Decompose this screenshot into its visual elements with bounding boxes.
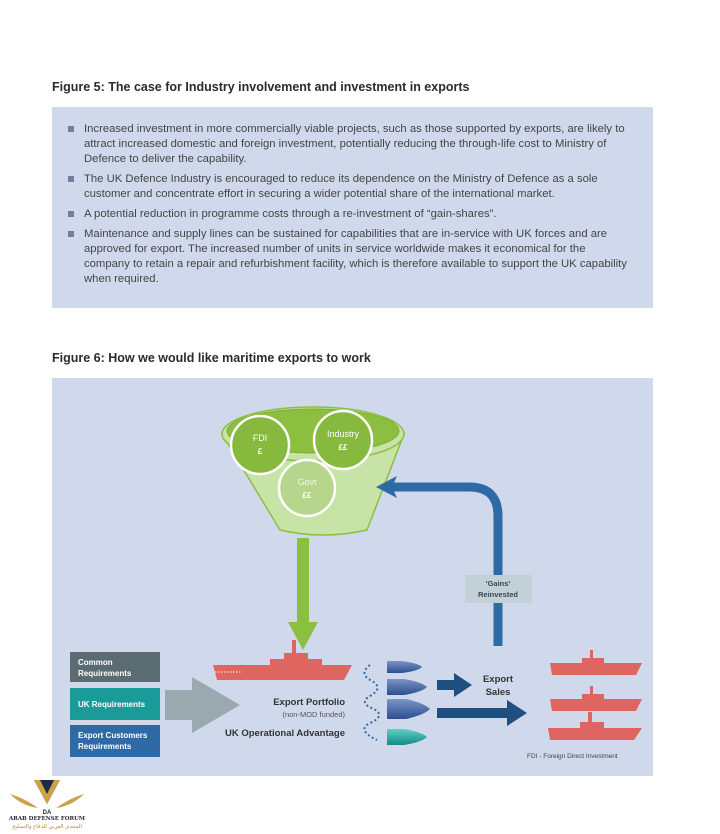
reinvested-text: Reinvested xyxy=(478,590,518,599)
uk-requirements-text: UK Requirements xyxy=(78,700,146,709)
green-down-arrow-icon xyxy=(288,538,318,650)
bullet-text: Maintenance and supply lines can be sust… xyxy=(84,228,627,285)
dotted-paths-icon xyxy=(363,664,381,741)
bullet-text: A potential reduction in programme costs… xyxy=(84,208,497,220)
sales-label: Sales xyxy=(486,687,511,698)
gains-text: ‘Gains’ xyxy=(485,579,510,588)
figure-6-title: Figure 6: How we would like maritime exp… xyxy=(52,351,371,365)
export-portfolio-label: Export Portfolio xyxy=(273,697,345,708)
watermark-arabic: المنتدى العربي للدفاع والتسليح xyxy=(12,824,82,830)
export-sales-arrow-icon xyxy=(437,673,472,697)
non-mod-label: (non-MOD funded) xyxy=(282,710,345,719)
uk-advantage-label: UK Operational Advantage xyxy=(225,728,345,739)
list-item: Increased investment in more commerciall… xyxy=(68,122,633,167)
industry-amount: ££ xyxy=(339,443,348,452)
maritime-exports-diagram: FDI £ Industry ££ Govt ££ ‘Gains’ Reinve… xyxy=(52,378,653,776)
bullet-icon xyxy=(68,211,74,217)
govt-circle: Govt ££ xyxy=(277,458,337,518)
ship-icon xyxy=(550,650,642,675)
list-item: The UK Defence Industry is encouraged to… xyxy=(68,172,633,202)
govt-amount: ££ xyxy=(303,491,312,500)
bullet-icon xyxy=(68,126,74,132)
uk-requirements-box: UK Requirements xyxy=(70,688,160,720)
export-customers-text: Export Customers xyxy=(78,731,148,740)
requirements-text: Requirements xyxy=(78,742,132,751)
ship-icon xyxy=(548,712,642,740)
fdi-circle: FDI £ xyxy=(229,414,291,476)
bullet-icon xyxy=(68,231,74,237)
gains-reinvested-label: ‘Gains’ Reinvested xyxy=(465,575,532,603)
watermark-name: ARAB DEFENSE FORUM xyxy=(9,816,85,822)
gains-reinvested-arrow-icon xyxy=(376,476,503,646)
export-label: Export xyxy=(483,674,514,685)
missile-icon xyxy=(387,661,422,673)
figure-5-bullet-list: Increased investment in more commerciall… xyxy=(68,122,633,287)
export-customers-requirements-box: Export Customers Requirements xyxy=(70,725,160,757)
grey-arrow-icon xyxy=(165,677,240,733)
common-requirements-box: Common Requirements xyxy=(70,652,160,682)
fdi-label: FDI xyxy=(253,433,268,443)
logo-initials: DA xyxy=(43,810,52,816)
common-text: Common xyxy=(78,658,113,667)
fdi-amount: £ xyxy=(258,447,263,456)
list-item: Maintenance and supply lines can be sust… xyxy=(68,227,633,287)
missile-icon xyxy=(387,699,430,719)
industry-label: Industry xyxy=(327,429,360,439)
govt-label: Govt xyxy=(297,477,317,487)
missile-icon xyxy=(387,729,427,745)
ship-icon xyxy=(550,686,642,711)
requirements-text: Requirements xyxy=(78,669,132,678)
bullet-text: The UK Defence Industry is encouraged to… xyxy=(84,173,598,200)
bullet-icon xyxy=(68,176,74,182)
list-item: A potential reduction in programme costs… xyxy=(68,207,633,222)
figure-5-title: Figure 5: The case for Industry involvem… xyxy=(52,80,470,94)
fdi-note: FDI - Foreign Direct Investment xyxy=(527,753,618,760)
watermark-logo: DA ARAB DEFENSE FORUM المنتدى العربي للد… xyxy=(4,776,90,832)
bullet-text: Increased investment in more commerciall… xyxy=(84,123,625,165)
fdi-arrow-icon xyxy=(437,700,527,726)
ship-icon xyxy=(213,640,352,680)
figure-5-box: Increased investment in more commerciall… xyxy=(52,107,653,308)
shield-wings-icon: DA xyxy=(10,780,84,816)
industry-circle: Industry ££ xyxy=(312,409,374,471)
missile-icon xyxy=(387,679,427,695)
